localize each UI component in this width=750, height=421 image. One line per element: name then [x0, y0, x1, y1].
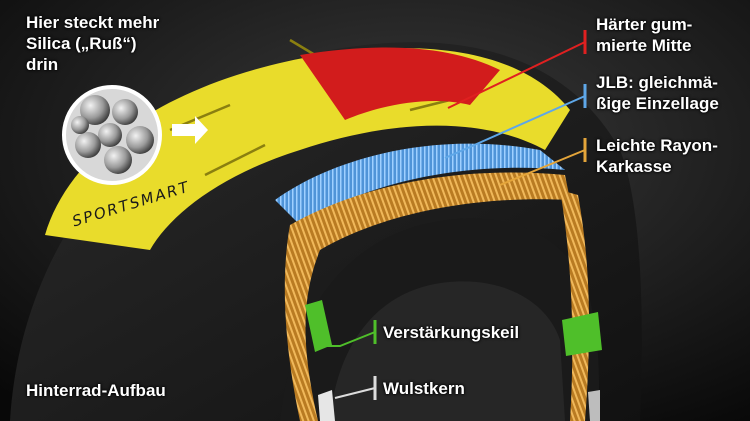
tread-center-red — [300, 47, 500, 121]
leader-lines — [322, 30, 587, 400]
label-jlb: JLB: gleichmä- ßige Einzellage — [596, 73, 719, 113]
silica-particles — [71, 95, 154, 174]
leader-line-keil — [322, 331, 376, 347]
belt-layer-blue — [275, 143, 565, 225]
reinforcement-wedge-right — [562, 312, 602, 356]
leader-line-karkasse — [499, 149, 586, 186]
label-mitte: Härter gum- mierte Mitte — [596, 15, 693, 55]
tire-inner-groove — [330, 281, 565, 421]
carcass-orange — [284, 172, 570, 421]
reinforcement-wedge-left — [305, 300, 332, 352]
label-verstaerkungskeil: Verstärkungskeil — [383, 323, 520, 342]
leader-line-jlb — [444, 95, 586, 159]
leader-line-mitte — [447, 41, 586, 109]
bead-core-right — [588, 390, 600, 421]
arrow-icon — [172, 116, 208, 144]
diagram-title: Hinterrad-Aufbau — [26, 381, 166, 400]
label-silica: Hier steckt mehr Silica („Ruß“) drin — [26, 13, 160, 74]
label-wulstkern: Wulstkern — [383, 379, 465, 398]
bead-core — [318, 390, 335, 421]
label-karkasse: Leichte Rayon- Karkasse — [596, 136, 718, 176]
leader-line-wulst — [334, 387, 376, 399]
carcass-orange-right — [560, 190, 590, 421]
